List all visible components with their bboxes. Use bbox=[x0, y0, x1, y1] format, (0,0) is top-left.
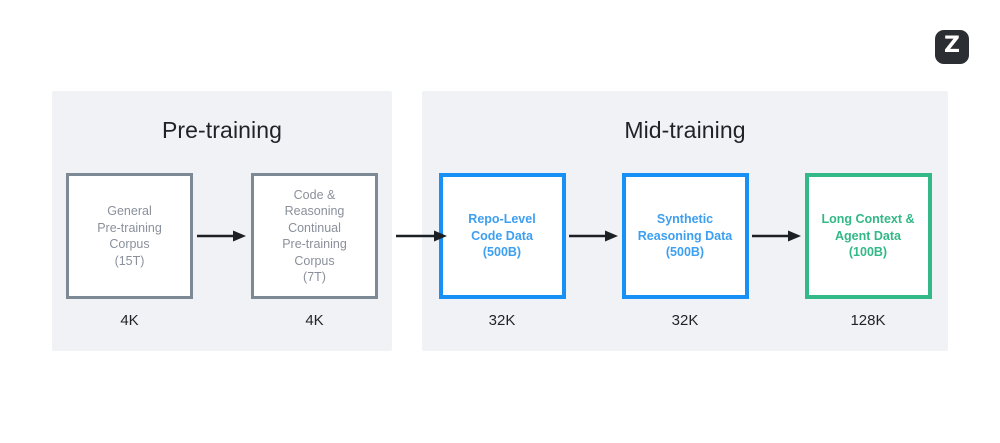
node-box-repo-level-code-data: Repo-Level Code Data (500B) bbox=[438, 173, 566, 299]
node-label-synthetic-reasoning-data: Synthetic Reasoning Data (500B) bbox=[637, 212, 733, 260]
brand-logo: Z bbox=[935, 30, 969, 64]
node-box-general-pretraining-corpus: General Pre-training Corpus (15T) bbox=[66, 173, 193, 299]
node-code-reasoning-continual-pretraining-corpus: Code & Reasoning Continual Pre-training … bbox=[251, 173, 378, 329]
node-label-code-reasoning-continual-pretraining-corpus: Code & Reasoning Continual Pre-training … bbox=[282, 187, 347, 285]
stage-panel-mid-training: Mid-training Repo-Level Code Data (500B)… bbox=[422, 91, 948, 351]
node-context-general-pretraining-corpus: 4K bbox=[120, 312, 139, 329]
node-long-context-agent-data: Long Context & Agent Data (100B) 128K bbox=[804, 173, 932, 329]
logo-letter-z-icon: Z bbox=[944, 33, 960, 58]
node-box-synthetic-reasoning-data: Synthetic Reasoning Data (500B) bbox=[621, 173, 749, 299]
arrow-pre-training-to-mid-training bbox=[392, 227, 452, 245]
arrow-synthetic-reasoning-to-long-context bbox=[749, 173, 805, 299]
stage-panel-pre-training: Pre-training General Pre-training Corpus… bbox=[52, 91, 392, 351]
stage-row-pre-training: General Pre-training Corpus (15T) 4K Cod… bbox=[52, 173, 392, 343]
node-box-long-context-agent-data: Long Context & Agent Data (100B) bbox=[804, 173, 932, 299]
node-context-long-context-agent-data: 128K bbox=[850, 312, 886, 329]
node-context-code-reasoning-continual-pretraining-corpus: 4K bbox=[305, 312, 324, 329]
arrow-general-to-code-reasoning bbox=[193, 173, 251, 299]
arrow-repo-level-to-synthetic-reasoning bbox=[566, 173, 622, 299]
node-label-long-context-agent-data: Long Context & Agent Data (100B) bbox=[821, 212, 915, 260]
node-context-synthetic-reasoning-data: 32K bbox=[671, 312, 699, 329]
node-general-pretraining-corpus: General Pre-training Corpus (15T) 4K bbox=[66, 173, 193, 329]
node-synthetic-reasoning-data: Synthetic Reasoning Data (500B) 32K bbox=[621, 173, 749, 329]
stage-title-mid-training: Mid-training bbox=[624, 117, 746, 143]
node-label-repo-level-code-data: Repo-Level Code Data (500B) bbox=[468, 212, 536, 260]
stage-row-mid-training: Repo-Level Code Data (500B) 32K Syntheti… bbox=[422, 173, 948, 343]
node-label-general-pretraining-corpus: General Pre-training Corpus (15T) bbox=[97, 204, 162, 268]
stage-title-pre-training: Pre-training bbox=[161, 117, 283, 143]
node-context-repo-level-code-data: 32K bbox=[488, 312, 516, 329]
node-repo-level-code-data: Repo-Level Code Data (500B) 32K bbox=[438, 173, 566, 329]
node-box-code-reasoning-continual-pretraining-corpus: Code & Reasoning Continual Pre-training … bbox=[251, 173, 378, 299]
